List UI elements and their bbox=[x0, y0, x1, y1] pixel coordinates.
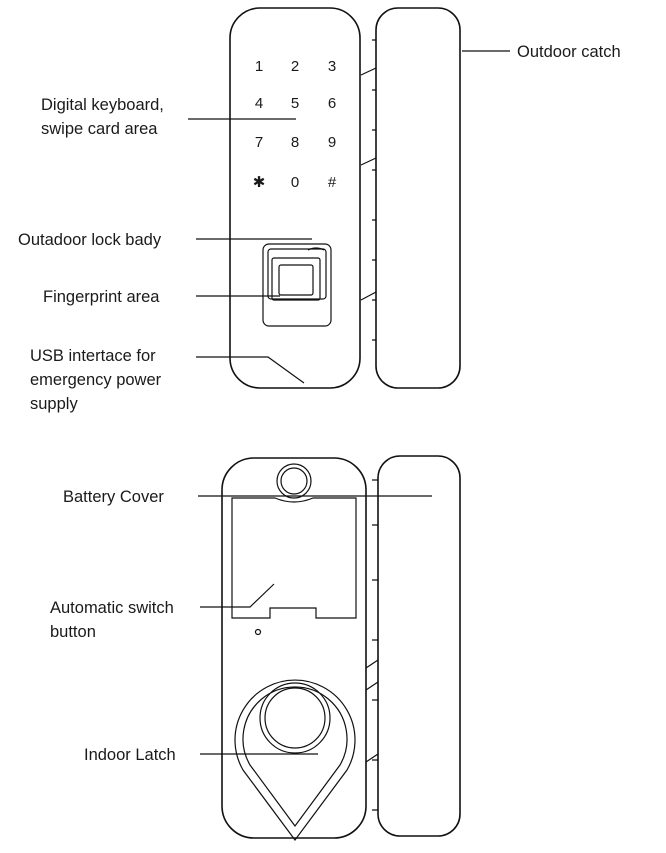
top-knob bbox=[276, 463, 312, 499]
outdoor-catch bbox=[375, 7, 461, 389]
label-usb-line1: USB intertace for bbox=[30, 347, 156, 365]
label-outdoor-catch: Outdoor catch bbox=[517, 43, 621, 61]
callout-labels: Outdoor catch Digital keyboard, swipe ca… bbox=[18, 43, 621, 764]
key-4: 4 bbox=[255, 95, 263, 112]
key-hash: # bbox=[328, 174, 337, 191]
catch-hinge-marks bbox=[360, 39, 377, 341]
key-3: 3 bbox=[328, 58, 336, 75]
label-auto-switch-line1: Automatic switch bbox=[50, 599, 174, 617]
leader-lines bbox=[188, 50, 510, 755]
label-keyboard-line1: Digital keyboard, bbox=[41, 96, 164, 114]
key-5: 5 bbox=[291, 95, 299, 112]
indoor-lock-body bbox=[221, 457, 367, 839]
label-lock-body: Outadoor lock bady bbox=[18, 231, 162, 249]
label-keyboard-line2: swipe card area bbox=[41, 120, 158, 138]
key-1: 1 bbox=[255, 58, 263, 75]
label-fingerprint: Fingerprint area bbox=[43, 288, 160, 306]
label-usb-line3: supply bbox=[30, 395, 78, 413]
automatic-switch-button bbox=[254, 628, 262, 636]
key-star: ✱ bbox=[253, 174, 266, 191]
key-8: 8 bbox=[291, 134, 299, 151]
indoor-view bbox=[221, 455, 461, 842]
key-2: 2 bbox=[291, 58, 299, 75]
label-battery-cover: Battery Cover bbox=[63, 488, 164, 506]
key-6: 6 bbox=[328, 95, 336, 112]
keypad: 1 2 3 4 5 6 7 8 9 ✱ 0 # bbox=[253, 58, 337, 191]
label-auto-switch-line2: button bbox=[50, 623, 96, 641]
outdoor-view: 1 2 3 4 5 6 7 8 9 ✱ 0 # bbox=[229, 7, 461, 389]
key-0: 0 bbox=[291, 174, 299, 191]
indoor-latch bbox=[234, 679, 356, 842]
key-9: 9 bbox=[328, 134, 336, 151]
label-usb-line2: emergency power bbox=[30, 371, 162, 389]
fingerprint-module bbox=[262, 243, 332, 327]
indoor-catch-marks bbox=[365, 479, 379, 811]
key-7: 7 bbox=[255, 134, 263, 151]
label-indoor-latch: Indoor Latch bbox=[84, 746, 176, 764]
battery-cover bbox=[231, 497, 357, 619]
indoor-catch bbox=[377, 455, 461, 837]
